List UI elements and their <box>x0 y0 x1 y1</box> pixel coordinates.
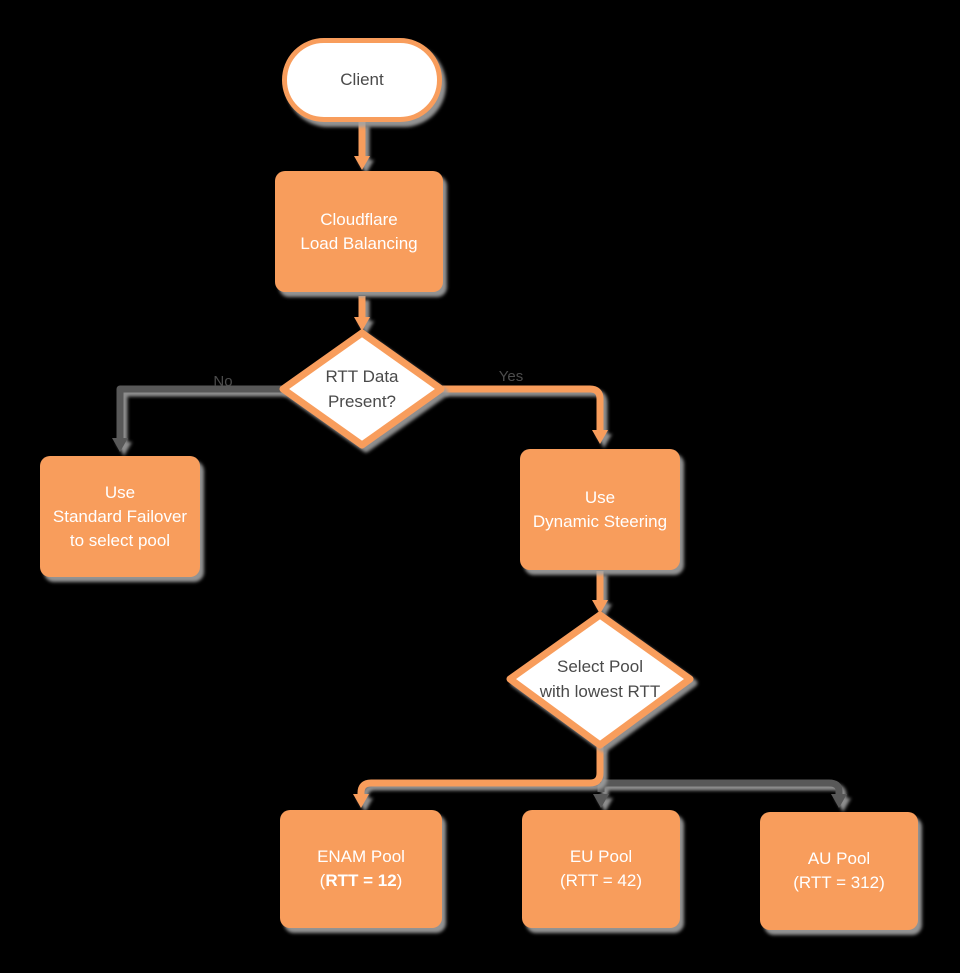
enam-rtt-close: ) <box>396 871 403 890</box>
node-dynamic-steering: Use Dynamic Steering <box>520 449 680 570</box>
enam-line-2: (RTT = 12) <box>320 869 403 893</box>
edge-label-yes: Yes <box>498 368 524 385</box>
edge-yes-branch <box>441 385 604 431</box>
enam-rtt-value: RTT = 12 <box>325 871 397 890</box>
arrowhead-au-pool <box>831 794 847 808</box>
decision-rtt-diamond <box>279 329 445 449</box>
rtt-line-1: RTT Data <box>325 367 399 386</box>
enam-rtt-open: ( <box>319 871 326 890</box>
failover-line-3: to select pool <box>69 530 171 550</box>
node-eu-pool: EU Pool (RTT = 42) <box>522 810 680 928</box>
edge-no-branch <box>116 385 283 440</box>
arrowhead-rtt-decision <box>354 317 370 331</box>
failover-line-2: Standard Failover <box>52 506 188 526</box>
failover-line-1: Use <box>104 482 136 502</box>
node-cloudflare-load-balancing: Cloudflare Load Balancing <box>275 171 443 292</box>
au-line-2: (RTT = 312) <box>793 873 885 892</box>
decision-rtt-label: RTT Data Present? <box>292 364 432 414</box>
edge-select-to-au <box>601 779 843 795</box>
arrowhead-standard-failover <box>112 438 128 452</box>
node-standard-failover: Use Standard Failover to select pool <box>40 456 200 577</box>
select-line-1: Select Pool <box>557 657 643 676</box>
node-client: Client <box>282 38 442 122</box>
rtt-line-2: Present? <box>327 392 397 411</box>
arrowhead-eu-pool <box>593 794 609 808</box>
decision-select-pool-diamond <box>506 611 694 749</box>
edge-select-to-enam <box>357 746 604 797</box>
lb-line-1: Cloudflare <box>320 209 398 229</box>
au-line-1: AU Pool <box>807 849 871 868</box>
eu-line-1: EU Pool <box>569 847 633 866</box>
select-line-2: with lowest RTT <box>539 682 661 701</box>
client-label: Client <box>340 70 384 89</box>
decision-select-pool-label: Select Pool with lowest RTT <box>505 654 695 704</box>
node-enam-pool: ENAM Pool (RTT = 12) <box>280 810 442 928</box>
enam-line-1: ENAM Pool <box>317 847 405 866</box>
node-au-pool: AU Pool (RTT = 312) <box>760 812 918 930</box>
lb-line-2: Load Balancing <box>300 233 418 253</box>
arrowhead-load-balancer <box>354 156 370 170</box>
arrowhead-select-pool <box>592 600 608 614</box>
eu-line-2: (RTT = 42) <box>559 871 643 890</box>
arrowhead-enam-pool <box>353 794 369 808</box>
edge-label-no: No <box>213 373 233 390</box>
dyn-line-2: Dynamic Steering <box>532 511 668 531</box>
dyn-line-1: Use <box>584 487 616 507</box>
arrowhead-dynamic-steering <box>592 430 608 444</box>
